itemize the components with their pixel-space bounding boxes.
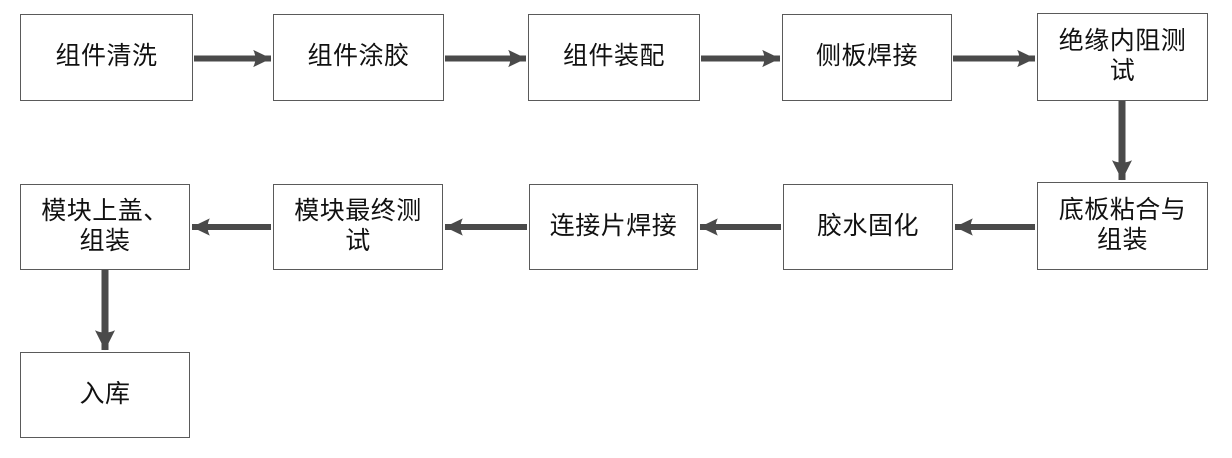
process-node-label: 连接片焊接 bbox=[549, 212, 678, 240]
process-node-label: 底板粘合与 组装 bbox=[1058, 196, 1187, 255]
process-node-ruku[interactable]: 入库 bbox=[20, 352, 190, 438]
process-node-label: 组件涂胶 bbox=[307, 43, 410, 71]
process-node-label: 入库 bbox=[79, 380, 131, 408]
process-node-label: 侧板焊接 bbox=[815, 43, 918, 71]
process-node-lianjiepianhanjie[interactable]: 连接片焊接 bbox=[529, 184, 698, 270]
process-node-jueyuanneizuceshi[interactable]: 绝缘内阻测 试 bbox=[1037, 13, 1208, 101]
process-node-label: 模块最终测 试 bbox=[294, 197, 422, 256]
process-node-label: 胶水固化 bbox=[816, 212, 919, 240]
process-node-dibanzhanhe-zuzhuang[interactable]: 底板粘合与 组装 bbox=[1037, 182, 1208, 270]
process-node-label: 组件清洗 bbox=[55, 43, 158, 71]
process-node-label: 绝缘内阻测 试 bbox=[1058, 27, 1187, 86]
process-node-cebanhanjie[interactable]: 侧板焊接 bbox=[782, 14, 952, 101]
process-node-label: 模块上盖、 组装 bbox=[41, 197, 169, 256]
process-node-jiaoshuiguhua[interactable]: 胶水固化 bbox=[783, 184, 953, 270]
process-node-label: 组件装配 bbox=[562, 43, 665, 71]
process-node-zujiantujiao[interactable]: 组件涂胶 bbox=[273, 14, 444, 101]
process-node-zujianqingxi[interactable]: 组件清洗 bbox=[20, 14, 193, 101]
process-node-mokuaishanggai-zuzhuang[interactable]: 模块上盖、 组装 bbox=[20, 184, 190, 270]
process-node-zujianzhuangpei[interactable]: 组件装配 bbox=[528, 14, 700, 101]
process-node-mokuaizuizhongceshi[interactable]: 模块最终测 试 bbox=[273, 184, 443, 270]
